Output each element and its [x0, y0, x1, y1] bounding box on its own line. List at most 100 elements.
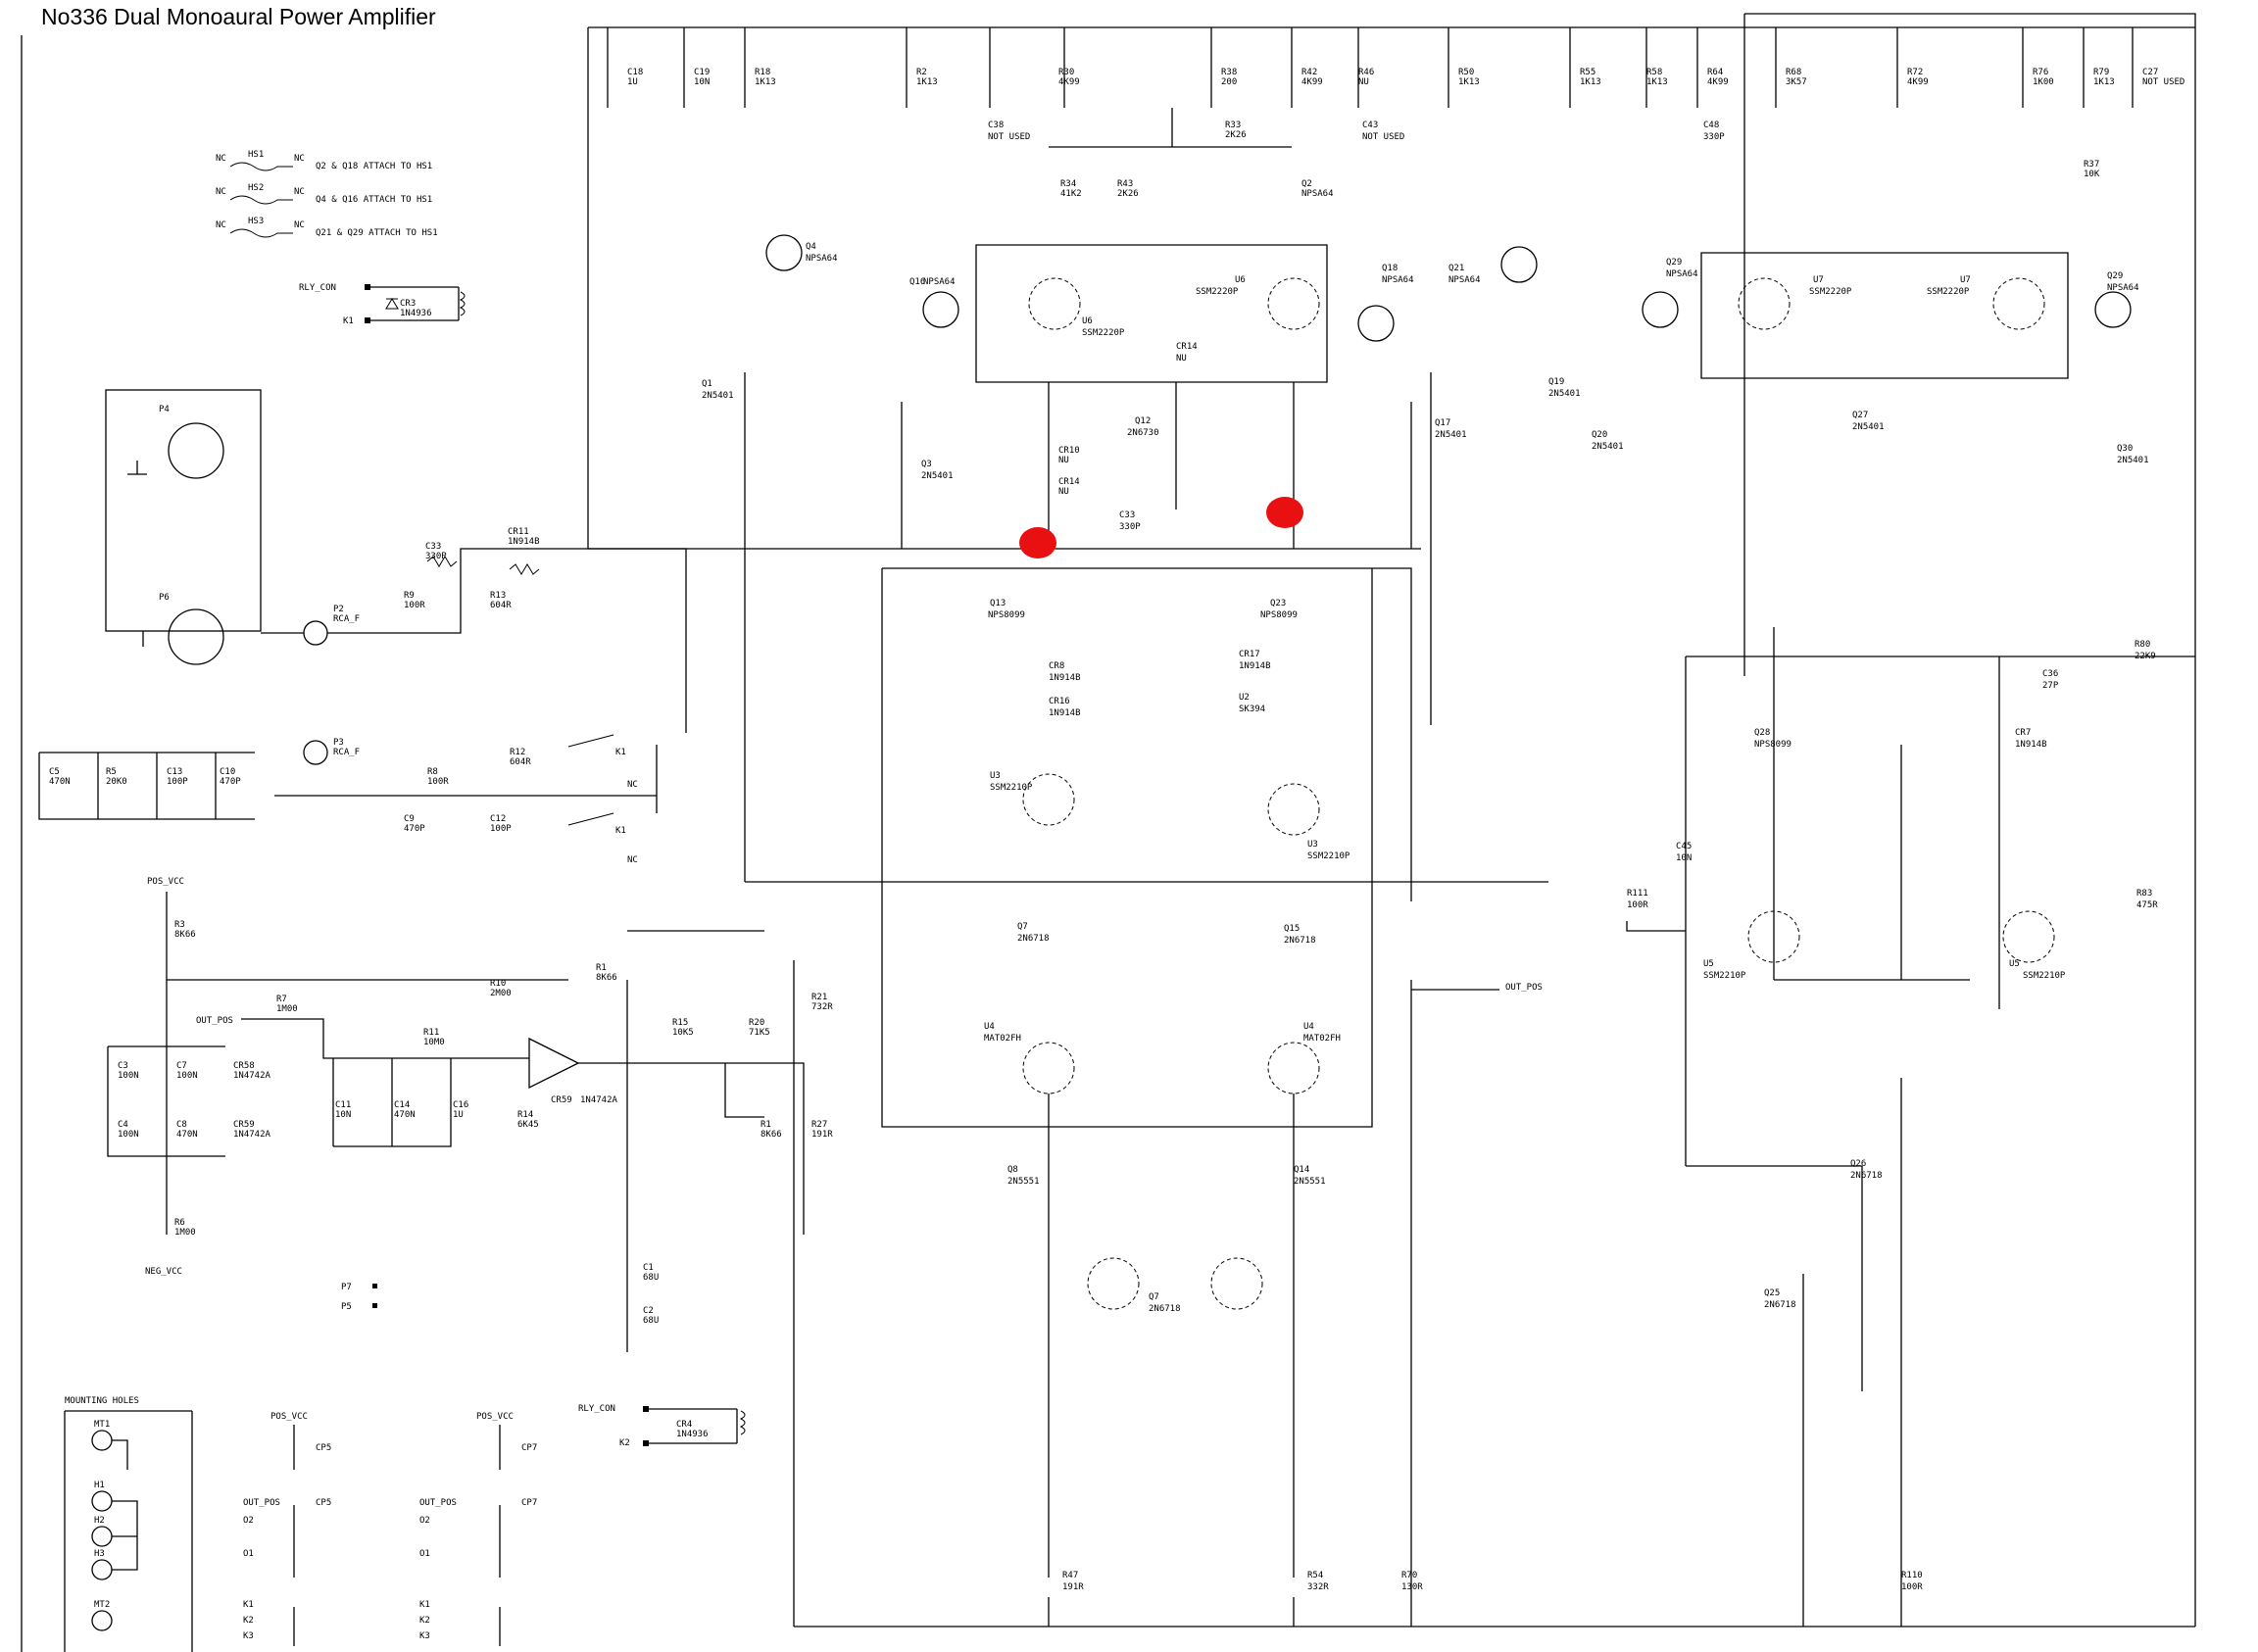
transistor-q2 [765, 234, 803, 271]
component-value: 1N914B [2015, 740, 2047, 750]
net-port [365, 317, 370, 323]
nc-label: NC [216, 220, 226, 230]
component-value: 22K9 [2135, 652, 2156, 661]
component-value: 1U [453, 1110, 464, 1120]
component-value: 2N5401 [921, 471, 954, 481]
component-ref: R8 [427, 767, 438, 777]
mounting-hole-label: H3 [94, 1549, 105, 1559]
component-ref: C48 [1703, 121, 1719, 130]
component-value: 20K0 [106, 777, 127, 787]
component-ref: U7 [1813, 275, 1824, 285]
component-ref: R37 [2084, 160, 2099, 170]
component-value: 2M00 [490, 989, 512, 998]
component-value: RCA_F [333, 748, 360, 757]
component-value: 1K13 [1646, 77, 1668, 87]
component-value: 470P [220, 777, 241, 787]
transistor-u5b [1210, 1257, 1263, 1310]
component-ref: U7 [1960, 275, 1971, 285]
component-ref: Q25 [1764, 1288, 1780, 1298]
component-ref: CR17 [1239, 650, 1260, 659]
component-ref: CR8 [1049, 661, 1064, 671]
stage-links [744, 372, 1432, 882]
component-ref: Q13 [990, 599, 1006, 608]
component-ref: Q2 [1301, 179, 1312, 189]
net-label-k2: K2 [619, 1438, 630, 1448]
component-value: 100R [404, 601, 425, 610]
component-value: RCA_F [333, 614, 360, 624]
pin-net: POS_VCC [476, 1412, 514, 1422]
component-value: 10M0 [423, 1038, 445, 1047]
connector-ref: CP5 [316, 1443, 331, 1453]
component-ref: R42 [1301, 68, 1317, 77]
pin-net: K1 [419, 1600, 430, 1610]
transistor-q16 [1357, 305, 1395, 342]
mounting-holes: MOUNTING HOLES MT1 H1 H2 H3 MT2 [64, 1396, 193, 1652]
component-ref: Q1 [702, 379, 712, 389]
component-value: MAT02FH [1303, 1034, 1341, 1044]
component-value: 2N5401 [1548, 389, 1581, 399]
component-ref: CR4 [676, 1420, 692, 1430]
component-value: 1N914B [1049, 708, 1081, 718]
component-value: SSM2210P [990, 783, 1033, 793]
component-value: 1N914B [1049, 673, 1081, 683]
input-termination-bank [38, 752, 255, 820]
heatsink-ref: HS3 [248, 217, 264, 226]
component-ref: Q30 [2117, 444, 2133, 454]
mounting-hole [91, 1430, 113, 1451]
heatsink-note: Q4 & Q16 ATTACH TO HS1 [316, 195, 432, 205]
component-ref: C13 [167, 767, 182, 777]
connector-ref: CP7 [521, 1498, 537, 1508]
component-value: 6K45 [517, 1120, 539, 1130]
component-value: 2K26 [1117, 189, 1139, 199]
component-ref: CR14 [1176, 342, 1198, 352]
component-ref: Q27 [1852, 411, 1868, 420]
component-value: NU [1058, 487, 1069, 497]
marker-dot [1266, 497, 1303, 528]
component-ref: Q29 [2107, 271, 2123, 281]
component-value: 1K13 [1580, 77, 1601, 87]
relay-ref: K1 [615, 748, 626, 757]
component-ref: C27 [2142, 68, 2158, 77]
component-ref: C18 [627, 68, 643, 77]
component-value: NU [1058, 456, 1069, 465]
component-value: NPSA64 [1382, 275, 1414, 285]
component-value: 8K66 [174, 930, 196, 940]
component-value: 1U [627, 77, 638, 87]
component-value: 2N5401 [2117, 456, 2149, 465]
component-value: 470P [404, 824, 425, 834]
nc-label: NC [216, 154, 226, 164]
pin-net: O1 [243, 1549, 254, 1559]
net-port [643, 1406, 649, 1412]
component-value: 100N [176, 1071, 198, 1081]
component-ref: R1 [596, 963, 607, 973]
component-ref: R9 [404, 591, 415, 601]
driver-stage: Q13 NPS8099 Q23 NPS8099 CR8 1N914B CR16 … [745, 567, 2195, 1628]
relay-wires [649, 1408, 738, 1444]
component-value: 1K13 [2093, 77, 2115, 87]
transistor-u2a [1022, 773, 1075, 826]
component-ref: Q26 [1850, 1159, 1866, 1169]
component-ref: C2 [643, 1306, 654, 1316]
component-ref: U4 [984, 1022, 995, 1032]
component-value: 604R [510, 757, 531, 767]
component-value: 4K99 [1907, 77, 1929, 87]
net-port [643, 1440, 649, 1446]
main-amplifier: C18 1U C19 10N R18 1K13 R2 1K13 R30 4K99… [587, 13, 2196, 1627]
component-ref: C5 [49, 767, 60, 777]
right-stage-frame [1685, 627, 2195, 1166]
component-value: 10K5 [672, 1028, 694, 1038]
net-label-neg-vcc: NEG_VCC [145, 1267, 182, 1277]
component-ref: R13 [490, 591, 506, 601]
component-ref: R70 [1401, 1571, 1417, 1580]
component-ref: R6 [174, 1218, 185, 1228]
component-value: NPSA64 [1301, 189, 1334, 199]
relay-k1-coil: RLY_CON K1 CR3 1N4936 [299, 283, 466, 326]
nc-label: NC [294, 187, 305, 197]
component-ref: R79 [2093, 68, 2109, 77]
component-ref: CR11 [508, 527, 529, 537]
component-ref: R50 [1458, 68, 1474, 77]
component-ref: R76 [2033, 68, 2048, 77]
transistor-u5a [1087, 1257, 1140, 1310]
nc-label: NC [216, 187, 226, 197]
component-value: 330P [1703, 132, 1725, 142]
